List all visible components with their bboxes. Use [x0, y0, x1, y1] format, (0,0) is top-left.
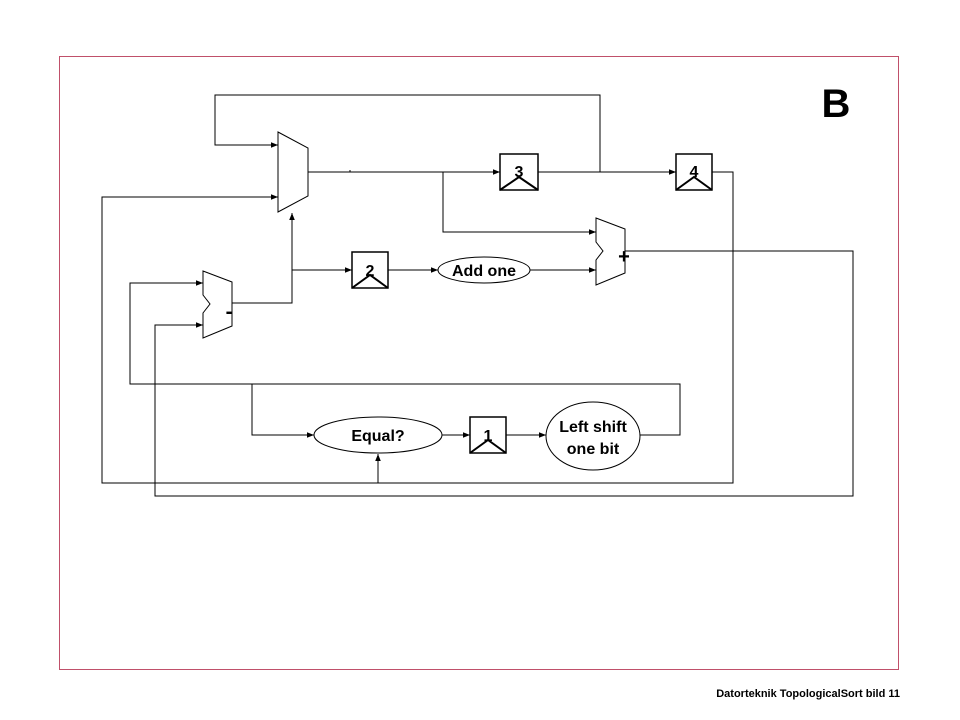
slide-footer: Datorteknik TopologicalSort bild 11	[716, 688, 900, 700]
slide-frame	[59, 56, 899, 670]
register-1-label: 1	[484, 428, 493, 445]
wires	[101, 94, 854, 497]
wire-to-equal	[251, 384, 314, 438]
register-4-label: 4	[690, 164, 699, 181]
register-2: 2	[351, 251, 389, 289]
left-shift-label-line1: Left shift	[559, 419, 627, 436]
left-shift-label-line2: one bit	[567, 441, 620, 458]
register-3: 3	[499, 153, 539, 191]
left-shift-op: Left shift one bit	[545, 401, 641, 471]
wire-reg4-feedback	[101, 171, 734, 484]
equal-op: Equal?	[313, 416, 443, 454]
wire-branch-to-adder	[442, 172, 596, 235]
slide-letter: B	[822, 82, 851, 126]
register-3-label: 3	[515, 164, 524, 181]
add-one-label: Add one	[452, 263, 516, 280]
wire-adder-feedback	[154, 250, 854, 497]
wire-sub-out	[232, 267, 352, 304]
equal-label: Equal?	[351, 428, 404, 445]
add-one-op: Add one	[437, 256, 531, 284]
multiplexer	[277, 131, 309, 213]
register-4: 4	[675, 153, 713, 191]
adder-alu	[595, 217, 626, 286]
register-2-label: 2	[366, 263, 375, 280]
wire-shift-loop	[129, 280, 681, 436]
adder-symbol: +	[618, 246, 630, 268]
register-1: 1	[469, 416, 507, 454]
subtractor-symbol: -	[226, 301, 233, 323]
subtractor-alu	[202, 270, 233, 339]
wire-mux-feedback-top	[214, 94, 601, 173]
